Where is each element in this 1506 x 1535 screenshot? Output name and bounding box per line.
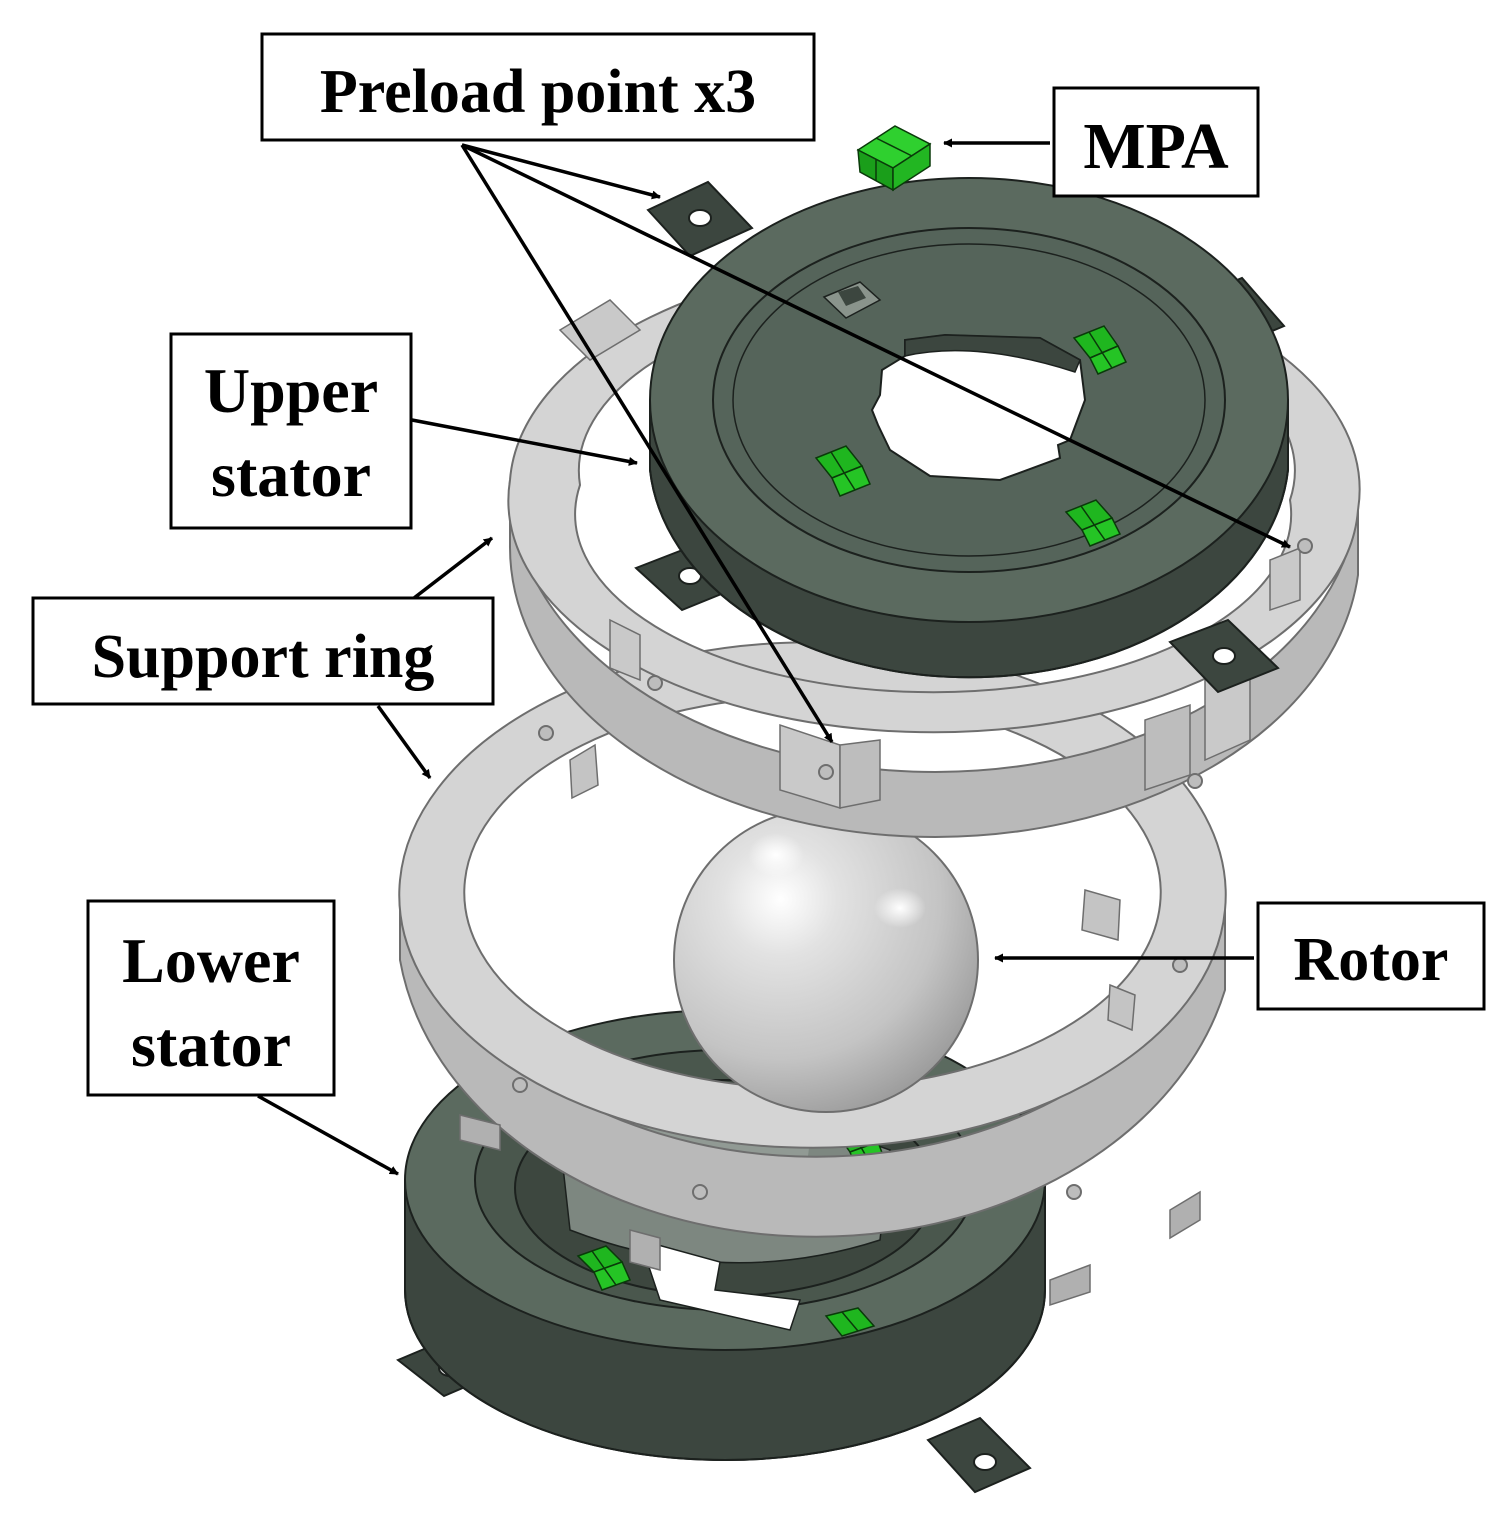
callout-upper-stator-line1: Upper: [204, 355, 378, 426]
callout-preload-point-text: Preload point x3: [320, 58, 756, 126]
callout-lower-stator-line1: Lower: [122, 925, 300, 996]
arrow-preload-2: [460, 144, 834, 743]
callout-mpa-text: MPA: [1083, 110, 1229, 183]
lower-support-ring: [398, 641, 1227, 1307]
callout-mpa: MPA: [1052, 86, 1260, 198]
upper-stator-tab-back-left: [646, 180, 754, 258]
arrow-support-ring-lower: [376, 704, 432, 780]
arrow-upper-stator: [411, 418, 638, 466]
annotation-arrows: [257, 138, 1291, 1176]
upper-stator: [634, 177, 1289, 694]
upper-stator-mpa-pad-2: [814, 445, 872, 497]
callout-rotor-text: Rotor: [1294, 926, 1449, 994]
mpa-cube: [856, 125, 932, 192]
callout-preload-point: Preload point x3: [260, 32, 816, 142]
callout-rotor: Rotor: [1256, 901, 1486, 1011]
callout-support-ring-text: Support ring: [92, 623, 435, 691]
callout-support-ring: Support ring: [31, 596, 495, 706]
arrow-support-ring-upper: [412, 536, 494, 600]
callout-upper-stator: Upper stator: [169, 332, 413, 530]
upper-stator-tab-front-right: [1168, 618, 1280, 694]
lower-stator-mpa-pad-4: [824, 1307, 876, 1337]
upper-stator-mpa-pad-1: [1072, 325, 1128, 375]
callout-lower-stator: Lower stator: [86, 899, 336, 1097]
rotor-sphere: [673, 807, 979, 1113]
callout-upper-stator-line2: stator: [211, 439, 371, 510]
lower-stator-tab-right: [926, 1416, 1032, 1494]
arrow-lower-stator: [257, 1094, 399, 1176]
lower-stator-mpa-pad-3: [576, 1245, 632, 1291]
upper-stator-mpa-pad-3: [1064, 499, 1122, 547]
arrow-preload-3: [461, 143, 1291, 549]
callout-lower-stator-line2: stator: [131, 1009, 291, 1080]
arrow-preload-1: [461, 143, 661, 200]
